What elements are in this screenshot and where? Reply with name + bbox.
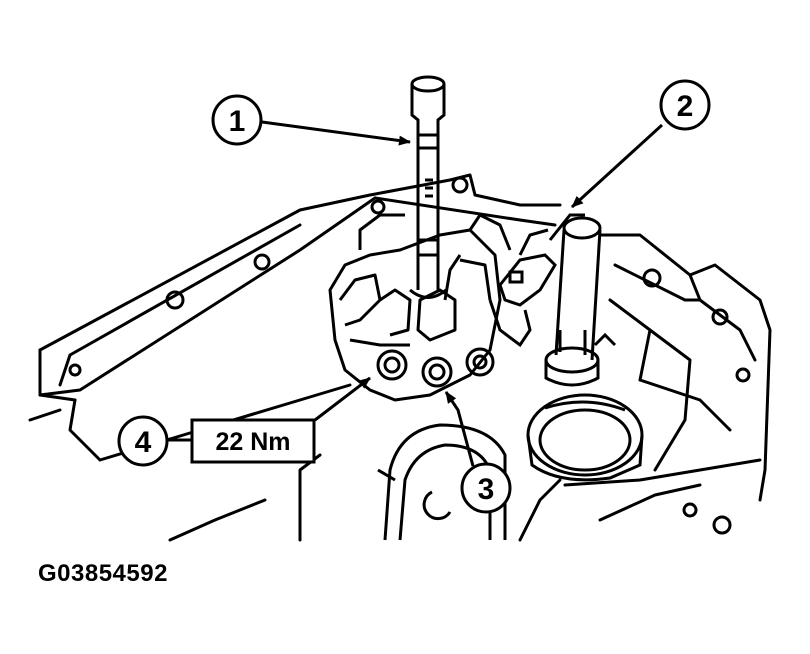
svg-text:3: 3: [478, 473, 495, 506]
shift-shaft: [488, 213, 617, 387]
transmission-housing: [28, 173, 772, 542]
callout-2: 2: [659, 79, 711, 131]
svg-text:4: 4: [135, 426, 152, 459]
leader-4: [314, 376, 371, 422]
svg-text:2: 2: [677, 90, 694, 123]
leader-1: [261, 120, 411, 146]
input-shaft: [409, 75, 447, 299]
svg-text:22 Nm: 22 Nm: [215, 428, 290, 456]
valve-body-assembly: [328, 213, 512, 402]
torque-label: 22 Nm: [190, 418, 316, 464]
leader-3: [444, 391, 475, 467]
leader-lines: [168, 120, 664, 467]
bearing-bore: [377, 423, 507, 541]
callout-1: 1: [211, 94, 263, 146]
svg-text:1: 1: [229, 105, 246, 138]
figure-id: G03854592: [38, 560, 168, 587]
leader-2: [570, 123, 664, 209]
callout-3: 3: [460, 462, 512, 514]
ring-bore: [526, 393, 644, 482]
callout-4: 4: [117, 415, 169, 467]
